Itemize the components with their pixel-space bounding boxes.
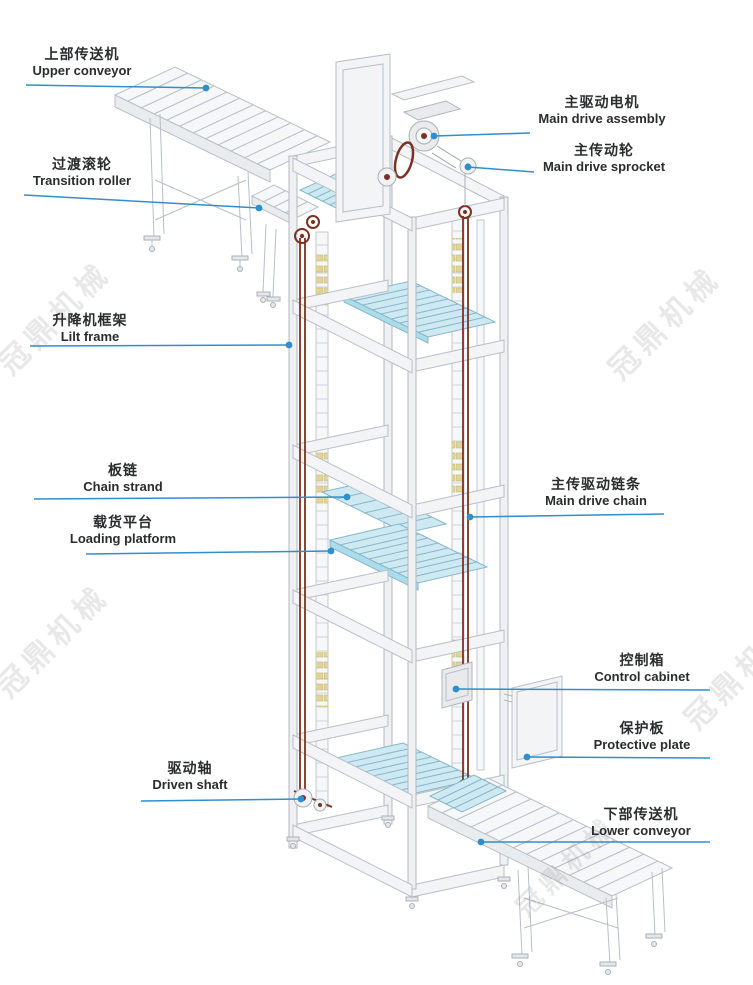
protective-plate-drawing [503, 675, 563, 769]
transition-roller-drawing [250, 184, 320, 308]
label-main-drive-sprocket: 主传动轮 Main drive sprocket [526, 142, 682, 174]
lift-frame-drawing [286, 135, 511, 909]
leader-lines [23, 84, 711, 846]
label-loading-platform-zh: 载货平台 [93, 514, 153, 530]
driven-shaft-drawing [293, 788, 333, 812]
control-cabinet-drawing [441, 661, 473, 709]
leader-loading-platform [85, 547, 335, 555]
leader-lift-frame [29, 341, 293, 349]
label-main-drive-sprocket-en: Main drive sprocket [542, 158, 666, 174]
label-chain-strand-zh: 板链 [108, 462, 138, 478]
label-loading-platform: 载货平台 Loading platform [56, 514, 190, 546]
lower-conveyor-legs [511, 865, 666, 975]
label-chain-strand-en: Chain strand [83, 478, 163, 494]
label-driven-shaft-zh: 驱动轴 [167, 760, 213, 776]
label-main-drive-assembly: 主驱动电机 Main drive assembly [524, 94, 680, 126]
motor-chain-loop [393, 141, 415, 179]
leader-main-drive-sprocket [464, 163, 535, 173]
leader-main-drive-chain [466, 513, 665, 521]
leader-transition-roller [23, 194, 263, 212]
label-lower-conveyor: 下部传送机 Lower conveyor [570, 806, 712, 838]
label-lower-conveyor-en: Lower conveyor [591, 822, 691, 838]
label-control-cabinet: 控制箱 Control cabinet [572, 652, 712, 684]
leader-control-cabinet [452, 685, 711, 693]
left-chain [299, 238, 306, 798]
label-protective-plate: 保护板 Protective plate [572, 720, 712, 752]
leader-upper-conveyor [25, 84, 210, 92]
label-transition-roller: 过渡滚轮 Transition roller [16, 156, 148, 188]
leader-lower-conveyor [477, 838, 710, 846]
label-main-drive-sprocket-zh: 主传动轮 [574, 142, 634, 158]
label-chain-strand: 板链 Chain strand [58, 462, 188, 494]
label-control-cabinet-en: Control cabinet [594, 668, 690, 684]
label-lift-frame-zh: 升降机框架 [52, 312, 128, 328]
lower-conveyor-drawing [426, 774, 674, 975]
tower-feet [286, 815, 511, 909]
upper-conveyor-legs [143, 113, 253, 272]
label-lift-frame: 升降机框架 Lilt frame [28, 312, 152, 344]
label-loading-platform-en: Loading platform [69, 530, 177, 546]
transition-roller-legs [256, 223, 281, 308]
label-transition-roller-zh: 过渡滚轮 [52, 156, 112, 172]
motor-body [402, 100, 462, 121]
label-driven-shaft: 驱动轴 Driven shaft [126, 760, 254, 792]
main-drive-assembly-drawing [335, 53, 477, 223]
label-lower-conveyor-zh: 下部传送机 [603, 806, 679, 822]
label-main-drive-assembly-zh: 主驱动电机 [564, 94, 640, 110]
label-protective-plate-zh: 保护板 [619, 720, 665, 736]
label-driven-shaft-en: Driven shaft [152, 776, 228, 792]
label-upper-conveyor-zh: 上部传送机 [44, 46, 120, 62]
label-control-cabinet-zh: 控制箱 [619, 652, 665, 668]
label-main-drive-chain: 主传驱动链条 Main drive chain [526, 476, 666, 508]
label-upper-conveyor-en: Upper conveyor [32, 62, 132, 78]
upper-conveyor-drawing [113, 66, 332, 272]
lower-conveyor-transfer-plate [428, 774, 508, 813]
label-main-drive-assembly-en: Main drive assembly [538, 110, 666, 126]
label-upper-conveyor: 上部传送机 Upper conveyor [16, 46, 148, 78]
leader-protective-plate [523, 753, 711, 761]
leader-main-drive-assembly [430, 132, 531, 140]
tower-column-back-right [499, 196, 509, 866]
leader-driven-shaft [140, 795, 305, 803]
motor-top-plate [390, 75, 476, 101]
label-transition-roller-en: Transition roller [32, 172, 132, 188]
tower-column-front-right [407, 216, 417, 890]
label-lift-frame-en: Lilt frame [60, 328, 120, 344]
label-main-drive-chain-zh: 主传驱动链条 [551, 476, 641, 492]
label-protective-plate-en: Protective plate [593, 736, 691, 752]
leader-chain-strand [33, 493, 351, 501]
motor-mount-panel [335, 53, 391, 223]
label-main-drive-chain-en: Main drive chain [545, 492, 647, 508]
